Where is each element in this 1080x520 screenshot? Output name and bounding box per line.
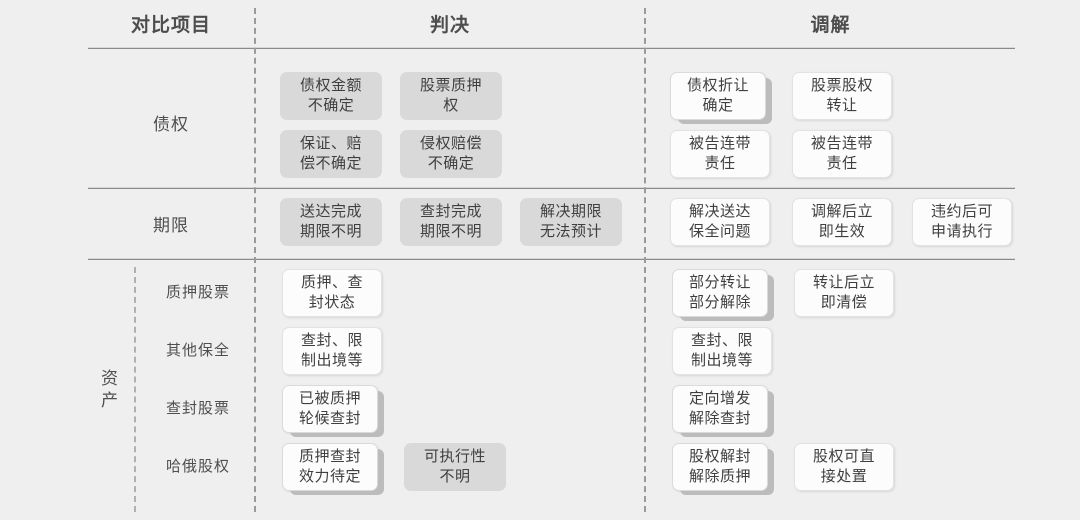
chip-mediation-claims-3: 被告连带 责任 <box>670 130 770 178</box>
chip-judgment-deadline-1: 送达完成 期限不明 <box>280 198 382 246</box>
subrow-label-other-preservation: 其他保全 <box>165 342 230 359</box>
subrow-label-pledged-shares: 质押股票 <box>165 284 230 301</box>
chip-mediation-sealed-shares-1: 定向增发 解除查封 <box>672 385 768 433</box>
chip-mediation-haer-equity-1: 股权解封 解除质押 <box>672 443 768 491</box>
chip-mediation-claims-4: 被告连带 责任 <box>792 130 892 178</box>
chip-mediation-other-preservation-1: 查封、限 制出境等 <box>672 327 772 375</box>
row-label-assets: 资产 <box>101 369 119 410</box>
chip-mediation-deadline-2: 调解后立 即生效 <box>792 198 892 246</box>
chip-judgment-claims-2: 股票质押 权 <box>400 72 502 120</box>
chip-mediation-pledged-shares-2: 转让后立 即清偿 <box>794 269 894 317</box>
chip-judgment-haer-equity-2: 可执行性 不明 <box>404 443 506 491</box>
chip-mediation-claims-2: 股票股权 转让 <box>792 72 892 120</box>
chip-judgment-haer-equity-1: 质押查封 效力待定 <box>282 443 378 491</box>
chip-judgment-claims-1: 债权金额 不确定 <box>280 72 382 120</box>
divider-judgment-mediation <box>644 8 646 512</box>
subrow-label-sealed-shares: 查封股票 <box>165 400 230 417</box>
chip-mediation-haer-equity-2: 股权可直 接处置 <box>794 443 894 491</box>
chip-judgment-claims-3: 保证、赔 偿不确定 <box>280 130 382 178</box>
chip-judgment-sealed-shares-1: 已被质押 轮候查封 <box>282 385 378 433</box>
subrow-label-haer-equity: 哈俄股权 <box>165 458 230 475</box>
rule-deadline <box>88 258 1015 260</box>
chip-judgment-deadline-3: 解决期限 无法预计 <box>520 198 622 246</box>
chip-judgment-other-preservation-1: 查封、限 制出境等 <box>282 327 382 375</box>
column-header-mediation: 调解 <box>810 15 851 36</box>
row-label-claims: 债权 <box>153 115 189 134</box>
rule-header <box>88 47 1015 49</box>
rule-claims <box>88 187 1015 189</box>
chip-mediation-deadline-3: 违约后可 申请执行 <box>912 198 1012 246</box>
chip-mediation-deadline-1: 解决送达 保全问题 <box>670 198 770 246</box>
divider-compare-judgment <box>254 8 256 512</box>
chip-mediation-pledged-shares-1: 部分转让 部分解除 <box>672 269 768 317</box>
chip-mediation-claims-1: 债权折让 确定 <box>670 72 766 120</box>
column-header-compare: 对比项目 <box>130 15 211 36</box>
column-header-judgment: 判决 <box>429 15 470 36</box>
chip-judgment-claims-4: 侵权赔偿 不确定 <box>400 130 502 178</box>
row-label-deadline: 期限 <box>153 216 189 235</box>
chip-judgment-pledged-shares-1: 质押、查 封状态 <box>282 269 382 317</box>
divider-assets-subrows <box>134 267 136 512</box>
chip-judgment-deadline-2: 查封完成 期限不明 <box>400 198 502 246</box>
